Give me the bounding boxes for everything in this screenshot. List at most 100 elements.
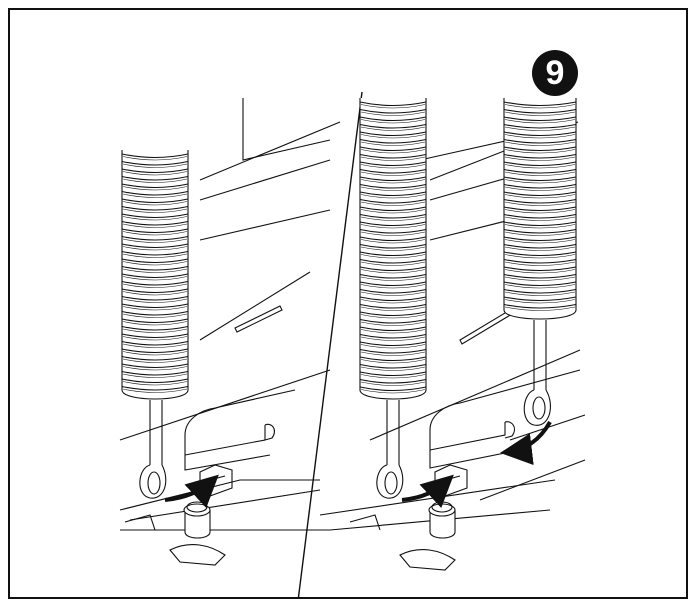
spring-coil — [121, 205, 189, 211]
spring-coil — [121, 258, 189, 264]
spring-coil — [360, 246, 426, 251]
spring-coil — [359, 228, 427, 234]
panel-after — [319, 98, 586, 571]
spring-coil — [121, 295, 189, 301]
spring-coil — [503, 168, 577, 174]
spring-coil — [360, 284, 426, 289]
spring-coil — [359, 251, 427, 257]
spring-coil — [360, 329, 426, 334]
spring-coil — [121, 333, 189, 339]
spring-coil — [360, 104, 426, 109]
spring-coil — [359, 153, 427, 159]
spring-coil — [122, 313, 188, 318]
spring-coil — [122, 388, 188, 393]
spring-coil — [359, 386, 427, 392]
spring-left — [121, 150, 189, 400]
spring-right-installed — [359, 98, 427, 400]
panel-before — [119, 98, 341, 566]
spring-coil — [360, 164, 426, 169]
spring-coil — [122, 171, 188, 176]
spring-coil — [360, 179, 426, 184]
spring-coil — [504, 231, 576, 236]
spring-coil — [503, 116, 577, 122]
spring-coil — [359, 108, 427, 114]
spring-coil — [121, 385, 189, 391]
spring-coil — [359, 258, 427, 264]
spring-coil — [504, 149, 576, 154]
spring-coil — [122, 216, 188, 221]
spring-coil — [359, 296, 427, 302]
spring-coil — [503, 161, 577, 167]
spring-coil — [504, 254, 576, 259]
spring-coil — [359, 288, 427, 294]
spring-coil — [359, 341, 427, 347]
spring-coil — [503, 258, 577, 264]
spring-coil — [359, 303, 427, 309]
spring-coil — [503, 221, 577, 227]
spring-coil — [360, 149, 426, 154]
spring-coil — [360, 231, 426, 236]
spring-coil — [359, 191, 427, 197]
spring-coil — [122, 238, 188, 243]
spring-coil — [360, 366, 426, 371]
spring-coil — [121, 288, 189, 294]
spring-coil — [503, 236, 577, 242]
spring-coil — [360, 209, 426, 214]
spring-right-second — [503, 98, 577, 320]
spring-coil — [503, 206, 577, 212]
spring-coil — [360, 381, 426, 386]
spring-coil — [360, 374, 426, 379]
spring-coil — [359, 213, 427, 219]
spring-coil — [360, 351, 426, 356]
spring-coil — [122, 366, 188, 371]
spring-coil — [359, 356, 427, 362]
spring-coil — [122, 276, 188, 281]
spring-coil — [121, 303, 189, 309]
spring-coil — [503, 146, 577, 152]
spring-coil — [122, 268, 188, 273]
spring-coil — [504, 239, 576, 244]
spring-coil — [122, 351, 188, 356]
spring-coil — [360, 306, 426, 311]
spring-coil — [122, 328, 188, 333]
spring-coil — [359, 168, 427, 174]
spring-coil — [121, 243, 189, 249]
spring-coil — [359, 221, 427, 227]
spring-coil — [503, 153, 577, 159]
spring-hook-right-second — [523, 320, 551, 426]
spring-coil — [122, 178, 188, 183]
spring-coil — [359, 146, 427, 152]
spring-coil — [503, 273, 577, 279]
spring-coil — [122, 381, 188, 386]
spring-coil — [121, 363, 189, 369]
spring-coil — [121, 355, 189, 361]
spring-coil — [359, 161, 427, 167]
spring-coil — [122, 186, 188, 191]
spring-coil — [359, 318, 427, 324]
spring-coil — [359, 138, 427, 144]
bolt — [124, 501, 226, 566]
spring-coil — [360, 269, 426, 274]
spring-coil — [504, 299, 576, 304]
spring-coil — [360, 141, 426, 146]
spring-coil — [360, 291, 426, 296]
spring-coil — [504, 261, 576, 266]
spring-coil — [360, 254, 426, 259]
spring-coil — [122, 336, 188, 341]
spring-coil — [122, 231, 188, 236]
spring-coil — [121, 168, 189, 174]
panel-divider — [297, 91, 363, 597]
spring-coil — [360, 171, 426, 176]
spring-coil — [359, 363, 427, 369]
spring-coil — [360, 119, 426, 124]
spring-coil — [360, 261, 426, 266]
spring-coil — [121, 175, 189, 181]
spring-coil — [121, 198, 189, 204]
spring-coil — [121, 160, 189, 166]
spring-coil — [360, 216, 426, 221]
spring-coil — [359, 116, 427, 122]
spring-coil — [121, 310, 189, 316]
spring-coil — [360, 111, 426, 116]
spring-coil — [360, 194, 426, 199]
spring-coil — [121, 318, 189, 324]
